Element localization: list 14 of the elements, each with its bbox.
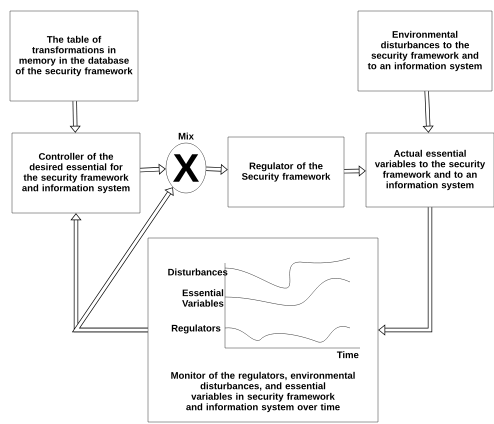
process-box: Actual essential variables to the security framework and to an information system: [366, 132, 494, 208]
node-label: Mix: [178, 132, 194, 140]
process-box: Controller of the desired essential for the security framework and information system: [12, 132, 140, 214]
process-box: The table of transformations in memory in the database of the security framework: [10, 10, 138, 102]
block-arrow: [206, 164, 228, 175]
block-arrow: [378, 207, 432, 336]
axis-label: Essential Variables: [182, 289, 224, 307]
axis-label: Regulators: [172, 324, 220, 334]
block-arrow: [422, 91, 434, 133]
process-box: Regulator of the Security framework: [228, 136, 344, 208]
axis-label: Disturbances: [168, 268, 228, 276]
axis-label: Time: [336, 351, 358, 358]
block-arrow: [72, 187, 174, 332]
process-box: Environmental disturbances to the security framework and to an information system: [358, 10, 492, 92]
